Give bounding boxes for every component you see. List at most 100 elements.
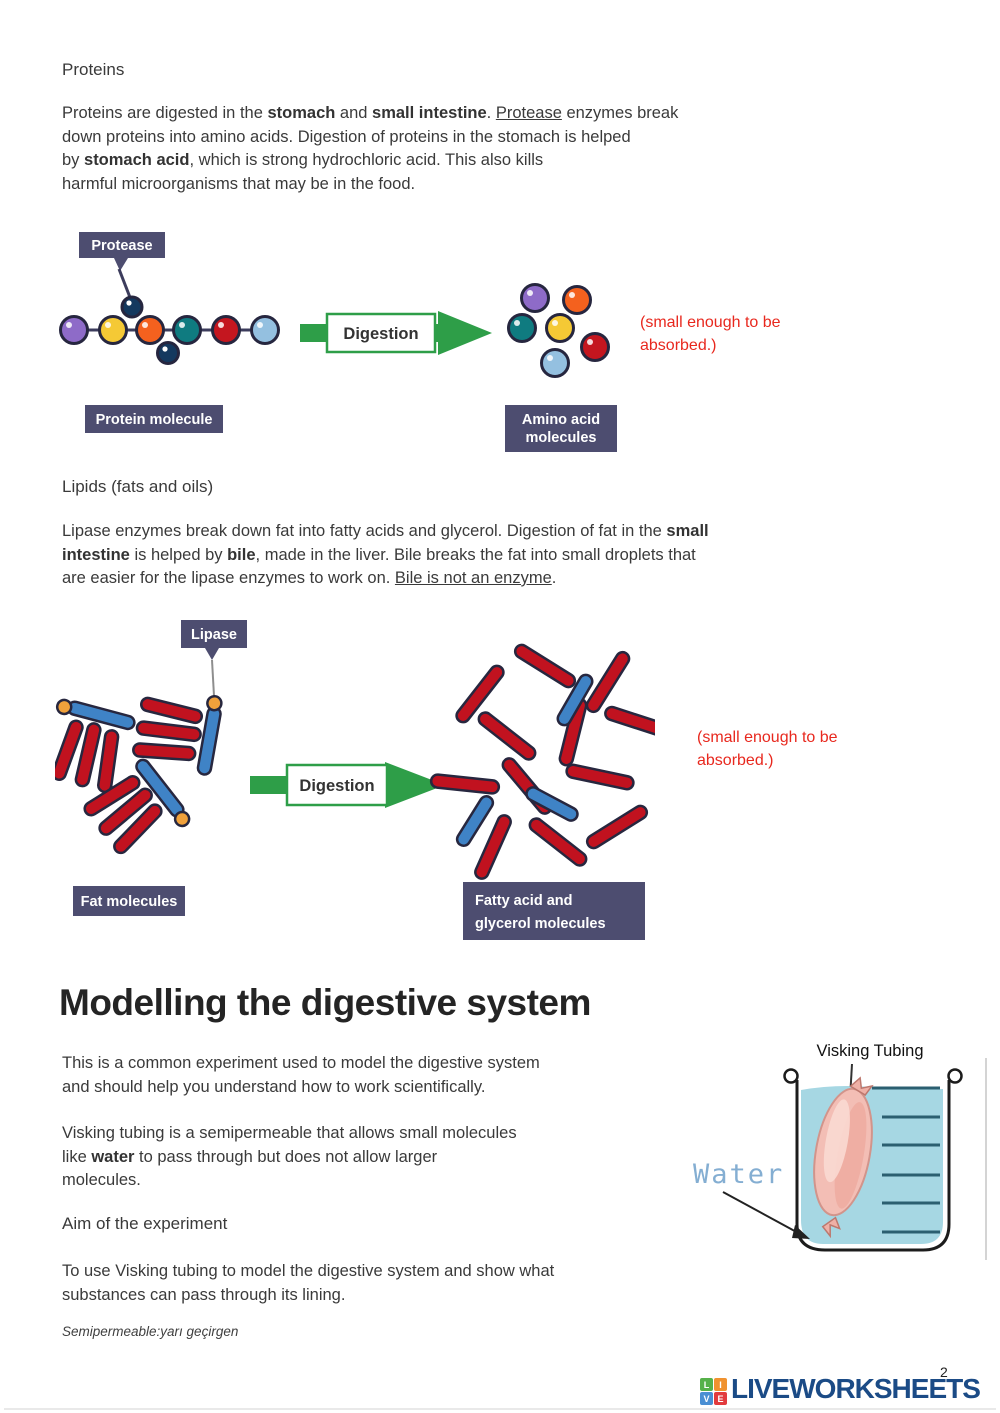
protease-connector-line	[117, 268, 133, 301]
fatty-acid-rod	[97, 729, 120, 794]
fatty-acid-rod	[455, 664, 505, 724]
text-segment-bold: intestine	[62, 545, 130, 564]
bead-highlight	[126, 300, 132, 306]
amino-bead-red	[211, 315, 241, 345]
glycerol-rod	[455, 795, 495, 847]
fatty-acid-rod	[604, 705, 655, 739]
digestion-arrow-text: Digestion	[343, 325, 418, 343]
logo-tile-v: V	[700, 1392, 713, 1405]
fatty-acid-rod	[55, 719, 84, 782]
semipermeable-note: Semipermeable:yarı geçirgen	[62, 1324, 239, 1339]
page-bottom-edge	[4, 1408, 996, 1410]
fatty-acid-rod	[83, 774, 141, 817]
fatty-acid-label-line2: glycerol molecules	[475, 916, 606, 932]
aim-heading: Aim of the experiment	[62, 1214, 228, 1233]
digestion-arrow: Digestion	[250, 762, 445, 808]
text-segment: substances can pass through its lining.	[62, 1285, 346, 1304]
text-segment: is helped by	[129, 545, 228, 564]
amino-acid-molecules-label-box	[505, 405, 617, 452]
fatty-acid-rod	[139, 696, 204, 725]
modelling-heading: Modelling the digestive system	[59, 982, 591, 1023]
text-segment: and should help you understand how to wo…	[62, 1077, 486, 1096]
amino-bead-orange	[562, 285, 592, 315]
fatty-acid-glycerol-cluster	[429, 643, 655, 880]
text-segment-bold: bile	[227, 545, 256, 564]
fatty-acid-rod	[74, 722, 102, 788]
fatty-acid-rod	[98, 787, 153, 836]
digestion-arrow: Digestion	[300, 311, 492, 355]
visking-tubing-diagram: Visking Tubing	[693, 1042, 987, 1260]
enzyme-bead	[120, 295, 144, 319]
text-segment-underline: Protease	[495, 104, 562, 122]
text-segment: enzymes break	[561, 104, 679, 122]
digestion-arrow-box	[285, 763, 389, 807]
lipase-label-box	[181, 620, 247, 648]
text-segment-bold: stomach	[267, 104, 336, 122]
text-segment: like	[62, 1147, 92, 1166]
fat-molecules-label-text: Fat molecules	[81, 894, 178, 910]
amino-acid-cluster	[507, 283, 610, 378]
amino-bead-orange	[135, 315, 165, 345]
amino-bead-purple	[59, 315, 89, 345]
protein-molecule	[59, 295, 280, 365]
amino-bead-lightblue	[250, 315, 280, 345]
lipid-digestion-diagram: Lipase D	[55, 620, 655, 940]
protease-label-text: Protease	[91, 238, 152, 254]
amino-bead-teal	[172, 315, 202, 345]
amino-bead-lightblue	[540, 348, 570, 378]
text-segment-bold: water	[91, 1147, 135, 1166]
text-segment: down proteins into amino acids. Digestio…	[62, 127, 631, 146]
text-segment: molecules.	[62, 1171, 141, 1189]
fat-molecules-label: Fat molecules	[73, 886, 185, 916]
bead-highlight	[162, 346, 168, 352]
text-segment-bold: small intestine	[372, 104, 487, 122]
digestion-arrow-box	[325, 312, 437, 354]
beaker-graduations	[872, 1086, 940, 1234]
text-segment: Lipase enzymes break down fat into fatty…	[62, 522, 667, 540]
protein-molecule-label: Protein molecule	[85, 405, 223, 433]
aim-paragraph: To use Visking tubing to model the diges…	[62, 1260, 722, 1307]
fatty-acid-rod	[513, 643, 577, 689]
page-number: 2	[940, 1364, 948, 1380]
amino-bead-purple	[520, 283, 550, 313]
lipids-heading: Lipids (fats and oils)	[62, 477, 214, 496]
fatty-acid-rod	[132, 742, 197, 762]
fat-molecule	[83, 758, 191, 855]
fatty-acid-rod	[585, 804, 649, 850]
text-segment: , which is strong hydrochloric acid. Thi…	[189, 151, 544, 169]
text-segment-bold: stomach acid	[84, 151, 190, 169]
amino-bead-red	[580, 332, 610, 362]
lipase-label: Lipase	[181, 620, 247, 660]
text-segment-underline: Bile is not an enzyme	[394, 569, 552, 587]
fat-molecules-label-box	[73, 886, 185, 916]
lipase-label-pointer	[205, 648, 219, 660]
text-segment: To use Visking tubing to model the diges…	[62, 1262, 555, 1280]
text-segment: Proteins are digested in the	[62, 104, 268, 122]
protein-digestion-diagram: Protease Digestion	[59, 232, 617, 452]
text-segment: and	[335, 104, 373, 122]
visking-sausage	[813, 1076, 874, 1239]
text-segment: by	[62, 151, 85, 169]
fatty-acid-label-line1: Fatty acid and	[475, 893, 573, 909]
amino-acid-label-line2: molecules	[526, 430, 597, 446]
liveworksheets-brand-text: LIVEWORKSHEETS	[731, 1373, 981, 1404]
enzyme-bead	[156, 341, 180, 365]
text-segment: .	[551, 569, 557, 587]
beaker-rim-curl-left	[783, 1068, 799, 1084]
proteins-paragraph: Proteins are digested in the stomach and…	[62, 102, 862, 196]
glycerol-ball	[55, 698, 73, 716]
sausage-knot-bottom	[821, 1216, 841, 1239]
text-segment: harmful microorganisms that may be in th…	[62, 174, 416, 193]
fatty-acid-rod	[585, 650, 631, 714]
lipase-connector-line	[211, 659, 215, 697]
proteins-heading: Proteins	[62, 60, 125, 79]
lipase-label-text: Lipase	[191, 627, 237, 643]
text-segment: This is a common experiment used to mode…	[62, 1054, 540, 1072]
amino-acid-molecules-label: Amino acid molecules	[505, 405, 617, 452]
fatty-acid-rod	[474, 814, 512, 880]
absorption-note: (small enough to be absorbed.)	[697, 729, 838, 769]
sausage-knot-top	[849, 1076, 874, 1096]
visking-tubing-label: Visking Tubing	[816, 1042, 923, 1060]
fatty-acid-glycerol-label-box	[463, 882, 645, 940]
